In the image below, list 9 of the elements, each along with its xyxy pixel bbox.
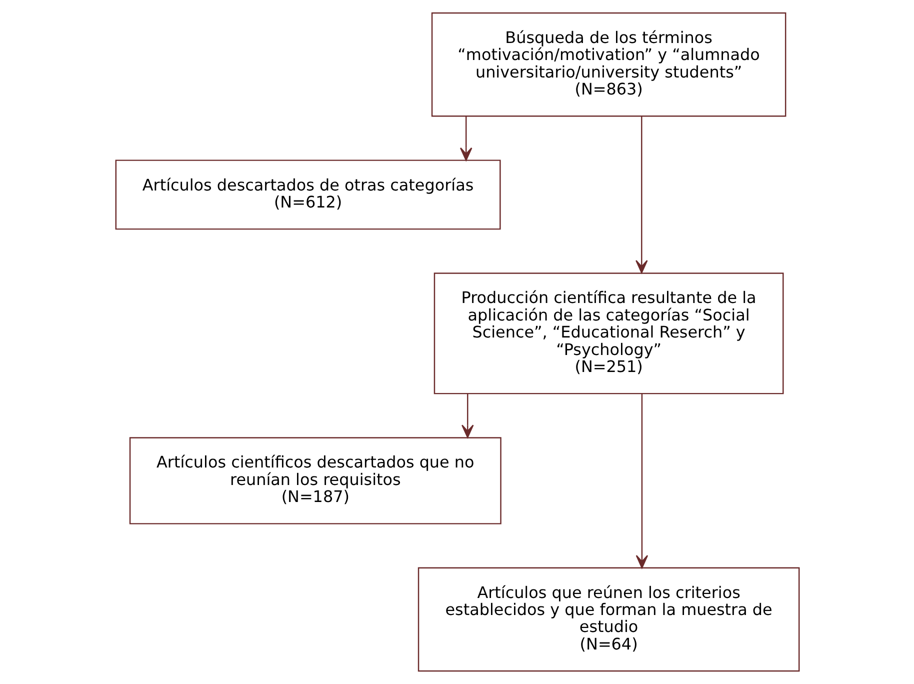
arrow xyxy=(635,116,648,274)
arrow xyxy=(461,394,474,438)
node-box: Producción científica resultante de la aplicación de las categorías “Social Science”, “Educational Reserch” y “Psychology” (N=251) xyxy=(433,272,784,394)
node-box: Artículos científicos descartados que no reunían los requisitos (N=187) xyxy=(128,437,501,524)
arrow xyxy=(459,116,472,161)
arrow xyxy=(635,394,648,568)
node-box: Artículos que reúnen los criterios establecidos y que forman la muestra de estudio (N=64) xyxy=(417,567,800,672)
node-box: Búsqueda de los términos “motivación/motivation” y “alumnado universitario/university students” (N=863) xyxy=(430,12,786,117)
node-box: Artículos descartados de otras categorías (N=612) xyxy=(114,160,500,230)
